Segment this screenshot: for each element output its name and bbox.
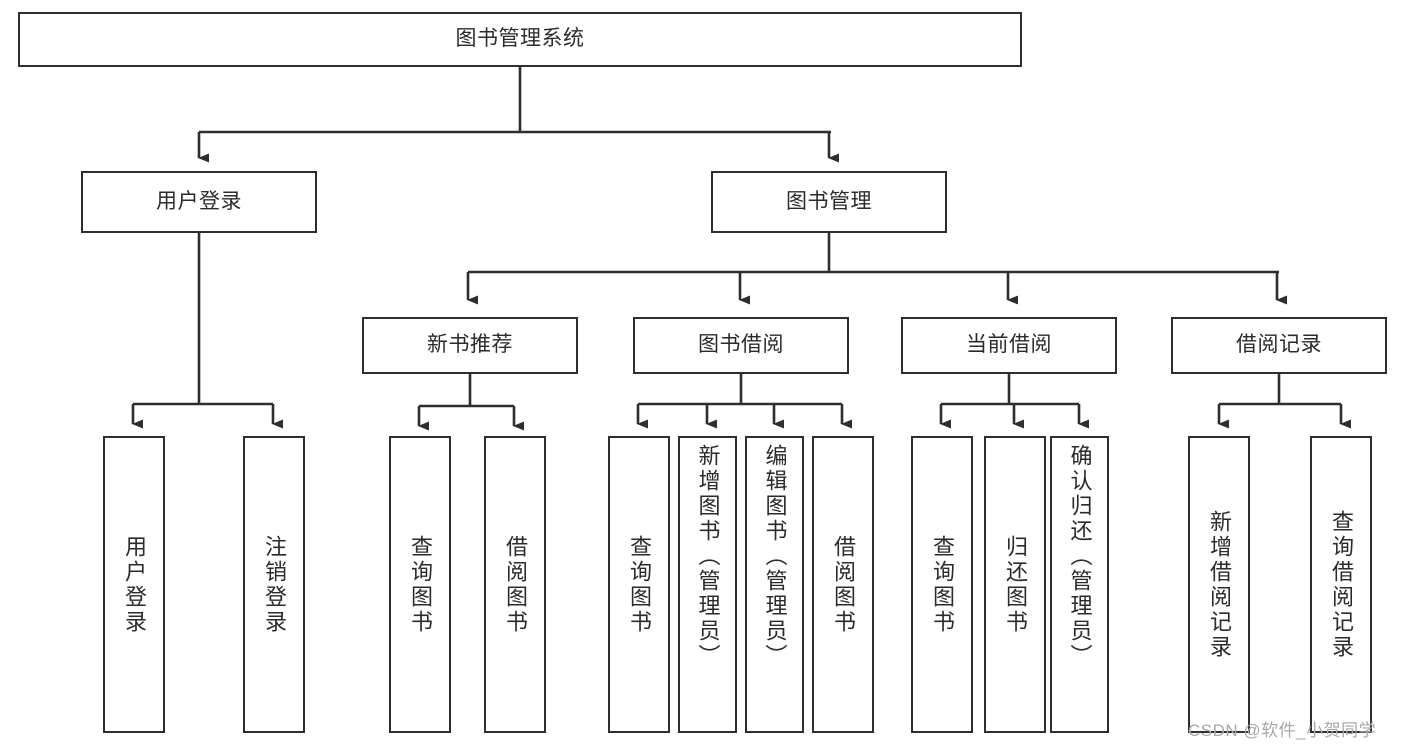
node-book-borrow[interactable]: 图书借阅 — [633, 317, 849, 374]
node-root[interactable]: 图书管理系统 — [18, 12, 1022, 67]
node-book-manage[interactable]: 图书管理 — [711, 171, 947, 233]
node-leaf-add-book[interactable]: 新增图书（管理员） — [678, 436, 737, 733]
node-leaf-add-record-label: 新增借阅记录 — [1207, 509, 1232, 660]
node-leaf-confirm-return[interactable]: 确认归还（管理员） — [1050, 436, 1109, 733]
node-borrow-record-label: 借阅记录 — [1236, 333, 1322, 357]
node-leaf-borrow-book-2[interactable]: 借阅图书 — [812, 436, 874, 733]
node-leaf-add-book-label: 新增图书（管理员） — [695, 444, 721, 669]
node-leaf-query-book-3[interactable]: 查询图书 — [911, 436, 973, 733]
node-leaf-return-book[interactable]: 归还图书 — [984, 436, 1046, 733]
node-leaf-query-book-1[interactable]: 查询图书 — [389, 436, 451, 733]
node-leaf-confirm-return-label: 确认归还（管理员） — [1067, 444, 1093, 669]
node-leaf-query-record-label: 查询借阅记录 — [1329, 509, 1354, 660]
node-leaf-borrow-book-2-label: 借阅图书 — [831, 534, 856, 635]
node-user-login[interactable]: 用户登录 — [81, 171, 317, 233]
node-current-borrow-label: 当前借阅 — [966, 333, 1052, 357]
node-current-borrow[interactable]: 当前借阅 — [901, 317, 1117, 374]
node-book-manage-label: 图书管理 — [786, 189, 872, 213]
node-leaf-user-logout-label: 注销登录 — [262, 534, 287, 635]
node-root-label: 图书管理系统 — [455, 27, 585, 51]
node-leaf-add-record[interactable]: 新增借阅记录 — [1188, 436, 1250, 733]
node-leaf-query-record[interactable]: 查询借阅记录 — [1310, 436, 1372, 733]
node-leaf-borrow-book-1-label: 借阅图书 — [503, 534, 528, 635]
node-leaf-query-book-2-label: 查询图书 — [627, 534, 652, 635]
node-leaf-query-book-2[interactable]: 查询图书 — [608, 436, 670, 733]
node-leaf-user-login-label: 用户登录 — [122, 534, 147, 635]
node-leaf-edit-book-label: 编辑图书（管理员） — [762, 444, 788, 669]
node-user-login-label: 用户登录 — [156, 189, 242, 213]
node-leaf-user-login[interactable]: 用户登录 — [103, 436, 165, 733]
watermark-text: CSDN @软件_小贺同学 — [1188, 721, 1377, 740]
node-borrow-record[interactable]: 借阅记录 — [1171, 317, 1387, 374]
node-leaf-return-book-label: 归还图书 — [1003, 534, 1028, 635]
node-leaf-query-book-1-label: 查询图书 — [408, 534, 433, 635]
node-leaf-query-book-3-label: 查询图书 — [930, 534, 955, 635]
node-leaf-borrow-book-1[interactable]: 借阅图书 — [484, 436, 546, 733]
node-book-borrow-label: 图书借阅 — [698, 333, 784, 357]
node-new-book-rec[interactable]: 新书推荐 — [362, 317, 578, 374]
node-leaf-edit-book[interactable]: 编辑图书（管理员） — [745, 436, 804, 733]
node-leaf-user-logout[interactable]: 注销登录 — [243, 436, 305, 733]
node-new-book-rec-label: 新书推荐 — [427, 333, 513, 357]
